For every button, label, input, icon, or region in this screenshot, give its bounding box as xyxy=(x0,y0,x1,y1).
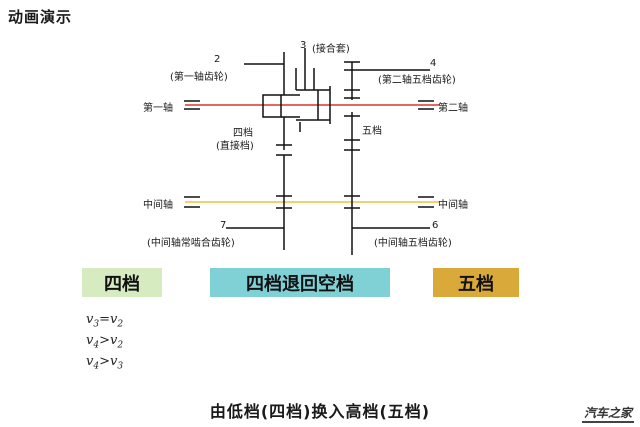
sleeve-number: 3 xyxy=(300,40,307,51)
mid-shaft-end-right xyxy=(418,196,434,208)
mid-shaft-label-left: 中间轴 xyxy=(143,200,173,211)
velocity-relation-2: v4>v2 xyxy=(86,333,124,351)
direct-gear-label: (直接档) xyxy=(216,141,254,152)
stage-fourth-to-neutral: 四档退回空档 xyxy=(210,268,390,297)
fifth-gear-small-label: 五档 xyxy=(362,126,382,137)
mid-shaft-end-left xyxy=(184,196,200,208)
gear4-number: 4 xyxy=(430,58,437,69)
gear6-number: 6 xyxy=(432,220,439,231)
gear2-name: (第一轴齿轮) xyxy=(170,72,228,83)
gear4-name: (第二轴五档齿轮) xyxy=(378,75,456,86)
gear7-name: (中间轴常啮合齿轮) xyxy=(147,238,235,249)
second-shaft-label: 第二轴 xyxy=(438,103,468,114)
gear2-hub xyxy=(262,94,282,118)
first-shaft-label: 第一轴 xyxy=(143,103,173,114)
fourth-gear-label: 四档 xyxy=(233,128,253,139)
first-shaft-end-left xyxy=(184,100,200,110)
gear6-name: (中间轴五档齿轮) xyxy=(374,238,452,249)
sleeve-name: (接合套) xyxy=(312,44,350,55)
stage-fifth-gear: 五档 xyxy=(433,268,519,297)
gear2-number: 2 xyxy=(214,54,221,65)
gear7-number: 7 xyxy=(220,220,227,231)
stage-fourth-gear: 四档 xyxy=(82,268,162,297)
page-title: 动画演示 xyxy=(8,8,73,26)
diagram-caption: 由低档(四档)换入高档(五档) xyxy=(209,402,431,421)
mid-shaft-label-right: 中间轴 xyxy=(438,200,468,211)
velocity-relation-1: v3=v2 xyxy=(86,312,124,330)
second-shaft-end-right xyxy=(418,100,434,110)
velocity-relation-3: v4>v3 xyxy=(86,354,124,372)
watermark-logo: 汽车之家 xyxy=(581,404,634,423)
